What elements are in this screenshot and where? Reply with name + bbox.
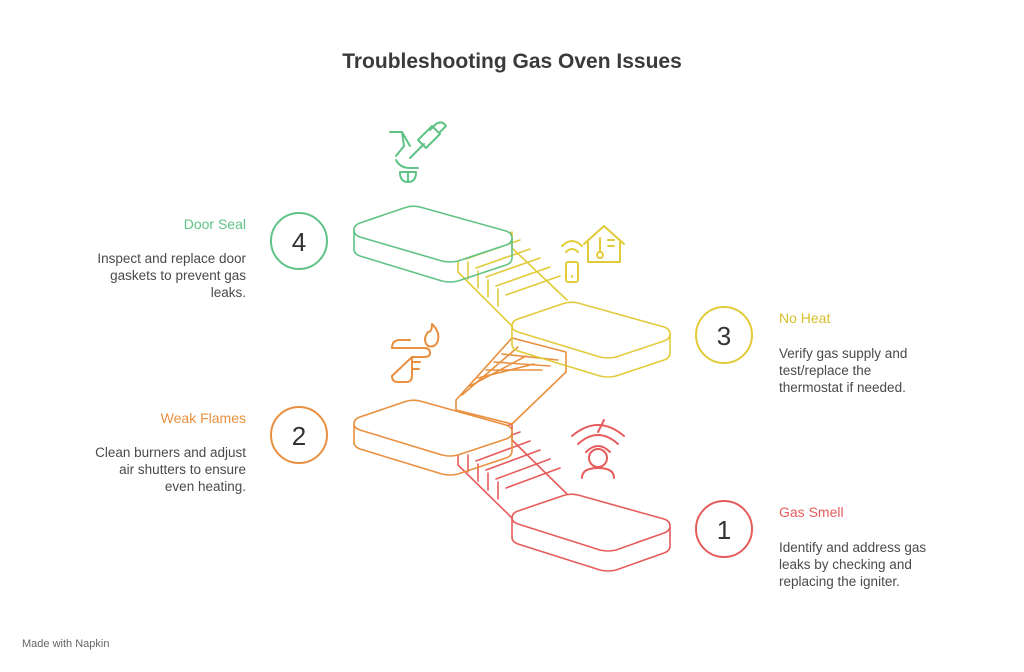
step-number-circle-3: 3 (695, 306, 753, 364)
seal-tools-icon (389, 121, 447, 183)
step-1-desc-line: Identify and address gas (779, 540, 927, 555)
step-3-desc-line: test/replace the (779, 363, 872, 378)
step-number-2: 2 (292, 421, 306, 451)
gas-leak-person-icon (571, 419, 625, 479)
step-number-circle-1: 1 (695, 500, 753, 558)
step-number-circle-2: 2 (270, 406, 328, 464)
platform-3 (511, 301, 671, 378)
step-2-desc-line: even heating. (164, 479, 246, 494)
step-1-desc-line: leaks by checking and (779, 557, 912, 572)
step-3-description: Verify gas supply and test/replace the t… (779, 345, 979, 396)
step-1-description: Identify and address gas leaks by checki… (779, 539, 979, 590)
platform-4 (353, 205, 513, 283)
footer-credit: Made with Napkin (22, 638, 109, 650)
step-1-title: Gas Smell (779, 504, 844, 520)
step-number-circle-4: 4 (270, 212, 328, 270)
step-number-4: 4 (292, 227, 306, 257)
step-2-desc-line: Clean burners and adjust (95, 445, 246, 460)
stair-2-3 (455, 337, 567, 425)
step-4-desc-line: gaskets to prevent gas (110, 268, 246, 283)
step-number-3: 3 (717, 321, 731, 351)
step-4-desc-line: Inspect and replace door (97, 251, 246, 266)
step-2-desc-line: air shutters to ensure (119, 462, 246, 477)
footer-text: Made with Napkin (22, 638, 110, 650)
step-4-description: Inspect and replace door gaskets to prev… (60, 250, 246, 301)
step-4-title: Door Seal (183, 216, 246, 232)
step-1-desc-line: replacing the igniter. (779, 574, 900, 589)
step-2-description: Clean burners and adjust air shutters to… (60, 444, 246, 495)
step-4-desc-line: leaks. (210, 285, 246, 300)
step-2-title: Weak Flames (160, 410, 246, 426)
page-title: Troubleshooting Gas Oven Issues (342, 50, 682, 73)
smart-thermostat-icon (561, 225, 625, 283)
hand-flame-icon (391, 323, 440, 383)
platform-1 (511, 493, 671, 572)
step-number-1: 1 (717, 515, 731, 545)
step-3-desc-line: Verify gas supply and (779, 346, 908, 361)
step-3-title: No Heat (779, 310, 831, 326)
platform-2 (353, 399, 513, 476)
step-3-desc-line: thermostat if needed. (779, 380, 906, 395)
